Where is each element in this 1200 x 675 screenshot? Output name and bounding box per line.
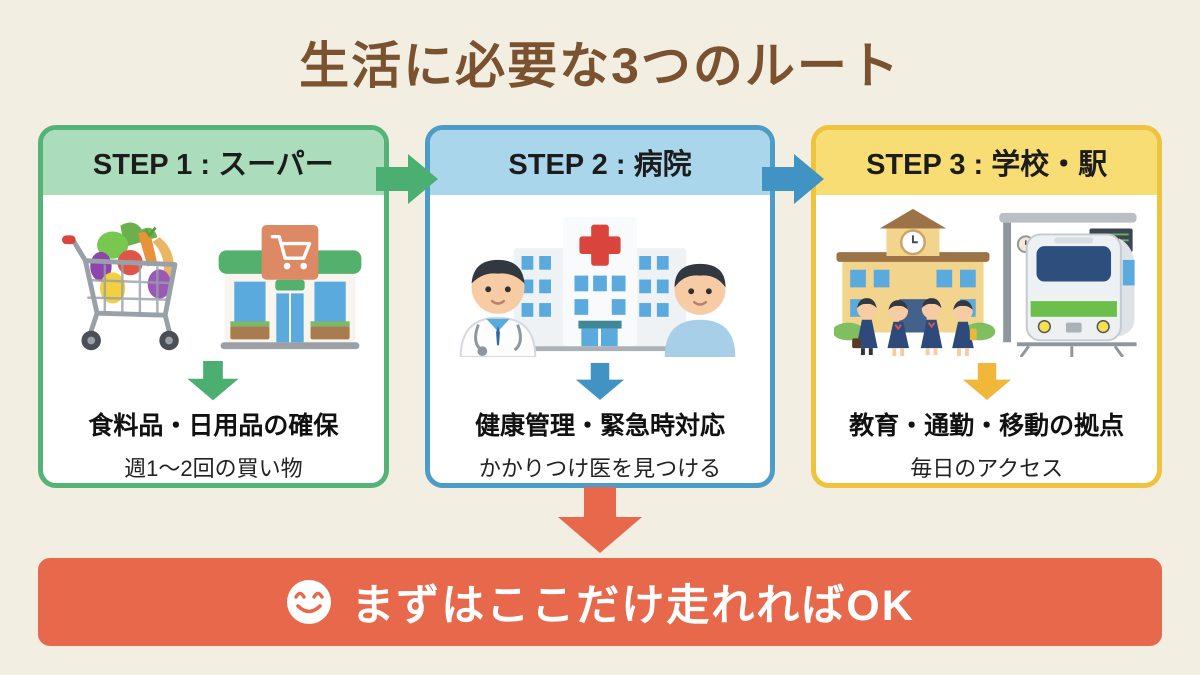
step2-header: STEP 2 : 病院: [429, 130, 771, 195]
orange-down-arrow-icon: [558, 487, 642, 553]
hospital-building-icon: [507, 216, 693, 352]
step3-main-text: 教育・通勤・移動の拠点: [849, 412, 1125, 440]
steps-row: STEP 1 : スーパー: [0, 125, 1200, 488]
step-card-supermarket: STEP 1 : スーパー: [38, 125, 389, 488]
doctor-icon: [459, 259, 537, 357]
school-station-illustration: [834, 205, 1139, 357]
step2-sub-text: かかりつけ医を見つける: [478, 456, 722, 481]
step2-main-text: 健康管理・緊急時対応: [475, 412, 726, 440]
step-card-school-station: STEP 3 : 学校・駅: [811, 125, 1163, 488]
supermarket-illustration: [62, 205, 364, 355]
step1-header: STEP 1 : スーパー: [43, 130, 384, 195]
supermarket-storefront-icon: [218, 224, 362, 349]
step1-main-text: 食料品・日用品の確保: [88, 412, 339, 440]
step-card-hospital: STEP 2 : 病院: [424, 125, 776, 488]
step3-sub-text: 毎日のアクセス: [910, 456, 1064, 481]
patient-icon: [664, 263, 736, 357]
conclusion-banner: まずはここだけ走れればOK: [38, 558, 1162, 646]
train-at-station-icon: [999, 212, 1137, 357]
step3-header: STEP 3 : 学校・駅: [816, 130, 1158, 195]
right-arrow-step1-to-step2-icon: [376, 154, 438, 204]
banner-text: まずはここだけ走れればOK: [351, 582, 915, 630]
grocery-cart-icon: [62, 222, 180, 350]
right-arrow-step2-to-step3-icon: [762, 154, 824, 204]
yellow-down-arrow-icon: [962, 363, 1011, 400]
blue-down-arrow-icon: [575, 363, 625, 400]
hospital-illustration: [450, 205, 750, 357]
step1-sub-text: 週1〜2回の買い物: [124, 456, 303, 481]
students-icon: [852, 298, 977, 357]
smiling-face-icon: [287, 580, 332, 624]
hospital-scene-icon: [459, 216, 736, 357]
page-title: 生活に必要な3つのルート: [299, 38, 901, 94]
school-building-icon: [834, 208, 996, 341]
school-train-scene-icon: [834, 208, 1137, 357]
green-down-arrow-icon: [187, 360, 239, 400]
